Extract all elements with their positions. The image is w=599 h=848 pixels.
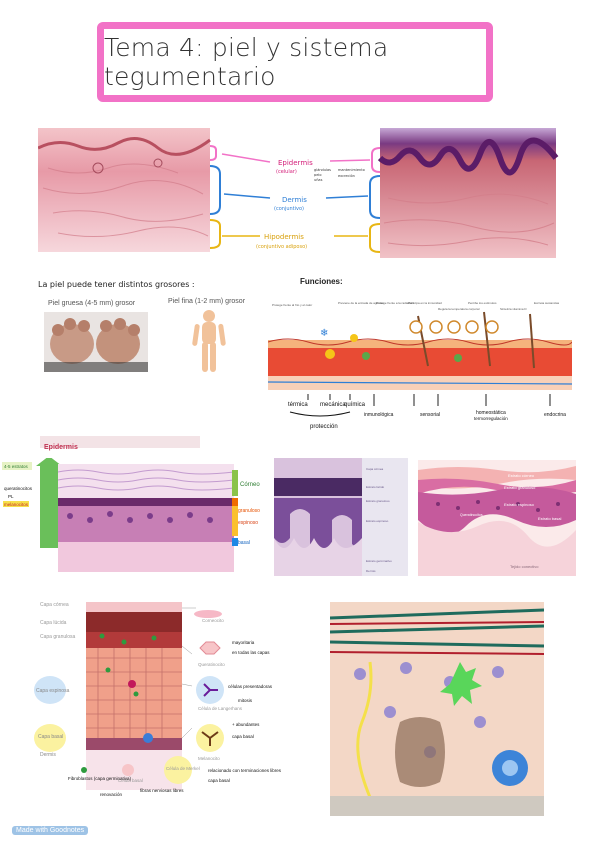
epidermis-sub-label: (celular): [276, 169, 297, 175]
right-label-connective: Tejido conectivo: [510, 564, 539, 569]
function-label-endocrine: endocrina: [544, 412, 566, 418]
dermis-sub-label: (conjuntivo): [274, 206, 304, 212]
mid-label-5: Estrato germinativo: [366, 559, 392, 563]
left-layer-cornea: Capa córnea: [40, 602, 69, 608]
epidermal-cells-diagram: Capa córnea Capa lúcida Capa granulosa C…: [34, 602, 282, 797]
thick-skin-label: Piel gruesa (4-5 mm) grosor: [48, 300, 136, 307]
cell-merkel: Célula de Merkel: [166, 766, 200, 771]
right-label-basale: Estrato basal: [538, 516, 561, 521]
side-note-melanocytes: melanocitos: [4, 502, 29, 507]
histology-mid-image: Capa córnea Estrato lúcido Estrato granu…: [274, 458, 408, 576]
note-basal-layer-2: capa basal: [208, 778, 230, 783]
epidermis-panel-header: Epidermis: [40, 436, 200, 451]
function-caption-7: Sintetiza vitamina D: [500, 307, 527, 311]
right-label-spinosum: Estrato espinoso: [504, 502, 535, 507]
note-presenters: células presentadoras: [228, 684, 273, 689]
skin-layers-figure: Epidermis (celular) glándulas pelo uñas …: [38, 128, 559, 258]
function-caption-2: Previene de la entrada de agentes: [338, 301, 384, 305]
left-layer-dermis: Dermis: [40, 752, 56, 758]
note-abundant: + abundantes: [232, 722, 260, 727]
function-caption-4: Participa en la inmunidad: [408, 301, 442, 305]
layer-label-corneum: Córneo: [240, 482, 260, 488]
function-label-thermal: térmica: [288, 402, 308, 408]
left-layer-espinosa: Capa espinosa: [36, 688, 70, 694]
left-layer-lucida: Capa lúcida: [40, 620, 67, 626]
function-caption-3: Protege frente a la radiación: [376, 301, 414, 305]
hipodermis-sub-label: (conjuntivo adiposo): [256, 244, 307, 250]
bottom-note-renewal: renovación: [100, 792, 123, 797]
note-mitosis: mitosis: [238, 698, 253, 703]
dermis-label: Dermis: [282, 196, 307, 204]
note-free-nerve-fibers: fibras nerviosas libres: [140, 788, 184, 793]
mid-label-2: Estrato lúcido: [366, 485, 385, 489]
function-label-sensory: sensorial: [420, 412, 440, 418]
mid-label-6: Dermis: [366, 569, 376, 573]
cell-melanocyte: Melanocito: [198, 756, 220, 761]
left-layer-granulosa: Capa granulosa: [40, 634, 76, 640]
function-caption-8: Excreta sustancias: [534, 301, 560, 305]
histology-right-labeled: Estrato córneo Estrato granuloso Estrato…: [418, 460, 576, 576]
thick-skin-photo: [44, 312, 148, 372]
epidermis-note-4: mantenimiento: [338, 168, 365, 172]
function-caption-5: Regula la temperatura corporal: [438, 307, 480, 311]
note-free-endings: relacionado con terminaciones libres: [208, 768, 282, 773]
title-box: Tema 4: piel y sistema tegumentario: [97, 22, 493, 102]
skin-cells-illustration: [330, 602, 544, 816]
cell-corneocyte: Corneocito: [202, 618, 224, 623]
side-note-pl: PL: [8, 494, 14, 499]
epidermis-note-2: pelo: [314, 173, 322, 177]
cell-langerhans: Célula de Langerhans: [198, 706, 243, 711]
svg-text:❄: ❄: [320, 328, 328, 339]
thin-skin-label: Piel fina (1-2 mm) grosor: [168, 298, 246, 305]
function-label-chemical: química: [344, 402, 366, 408]
layer-label-basale: basal: [238, 540, 250, 546]
side-note-keratinocytes: queratinocitos: [4, 486, 33, 491]
histology-right-image: [380, 128, 556, 258]
left-layer-basal: Capa basal: [38, 734, 63, 740]
functions-diagram: ❄ Protege frente al frío y el calor Prev…: [268, 301, 572, 390]
function-caption-6: Percibe los estímulos: [468, 301, 497, 305]
functions-labels: térmica mecánica química inmunológica se…: [288, 394, 566, 430]
hipodermis-label: Hipodermis: [264, 233, 304, 241]
mid-label-3: Estrato granuloso: [366, 499, 390, 503]
mid-label-4: Estrato espinoso: [366, 519, 389, 523]
layer-label-granulosum: granuloso: [238, 508, 260, 514]
function-label-immune: inmunológica: [364, 412, 394, 418]
histology-left-image: [38, 128, 210, 252]
note-basal-layer: capa basal: [232, 734, 254, 739]
epidermis-histology: 4-5 estratos queratinocitos PL melanocit…: [2, 458, 260, 572]
functions-heading-colon: :: [340, 277, 343, 286]
side-note-strata: 4-5 estratos: [4, 464, 29, 469]
thickness-heading: La piel puede tener distintos grosores :: [38, 280, 195, 289]
function-label-homeostatic: homeostática: [476, 410, 506, 416]
epidermis-panel-title: Epidermis: [44, 444, 78, 451]
bottom-note-fibroblasts: Fibroblastos (capa germinativa): [68, 776, 132, 781]
mid-label-1: Capa córnea: [366, 467, 384, 471]
cell-keratinocyte: Queratinocito: [198, 662, 225, 667]
human-body-figure: [192, 310, 226, 372]
page-title: Tema 4: piel y sistema tegumentario: [104, 33, 389, 91]
functions-heading-text: Funciones: [300, 277, 341, 286]
right-label-corneum: Estrato córneo: [508, 473, 535, 478]
layer-label-spinosum: espinoso: [238, 520, 258, 526]
cell-basal: Célula basal: [118, 778, 143, 783]
goodnotes-badge: Made with Goodnotes: [12, 826, 89, 835]
epidermis-label: Epidermis: [278, 159, 313, 167]
functions-heading: Funciones:: [300, 277, 343, 286]
note-majority: mayoritaria: [232, 640, 255, 645]
function-label-thermoregulation: termorregulación: [474, 416, 508, 421]
epidermis-note-1: glándulas: [314, 168, 331, 172]
epidermis-note-5: excreción: [338, 174, 355, 178]
function-caption-1: Protege frente al frío y el calor: [272, 303, 312, 307]
function-label-mechanical: mecánica: [320, 402, 346, 408]
epidermis-note-3: uñas: [314, 178, 323, 182]
note-all-layers: en todas las capas: [232, 650, 270, 655]
function-label-protection: protección: [310, 424, 338, 430]
right-label-granulosum: Estrato granuloso: [504, 485, 536, 490]
right-label-keratinocytes: Queratinocitos: [460, 513, 483, 517]
